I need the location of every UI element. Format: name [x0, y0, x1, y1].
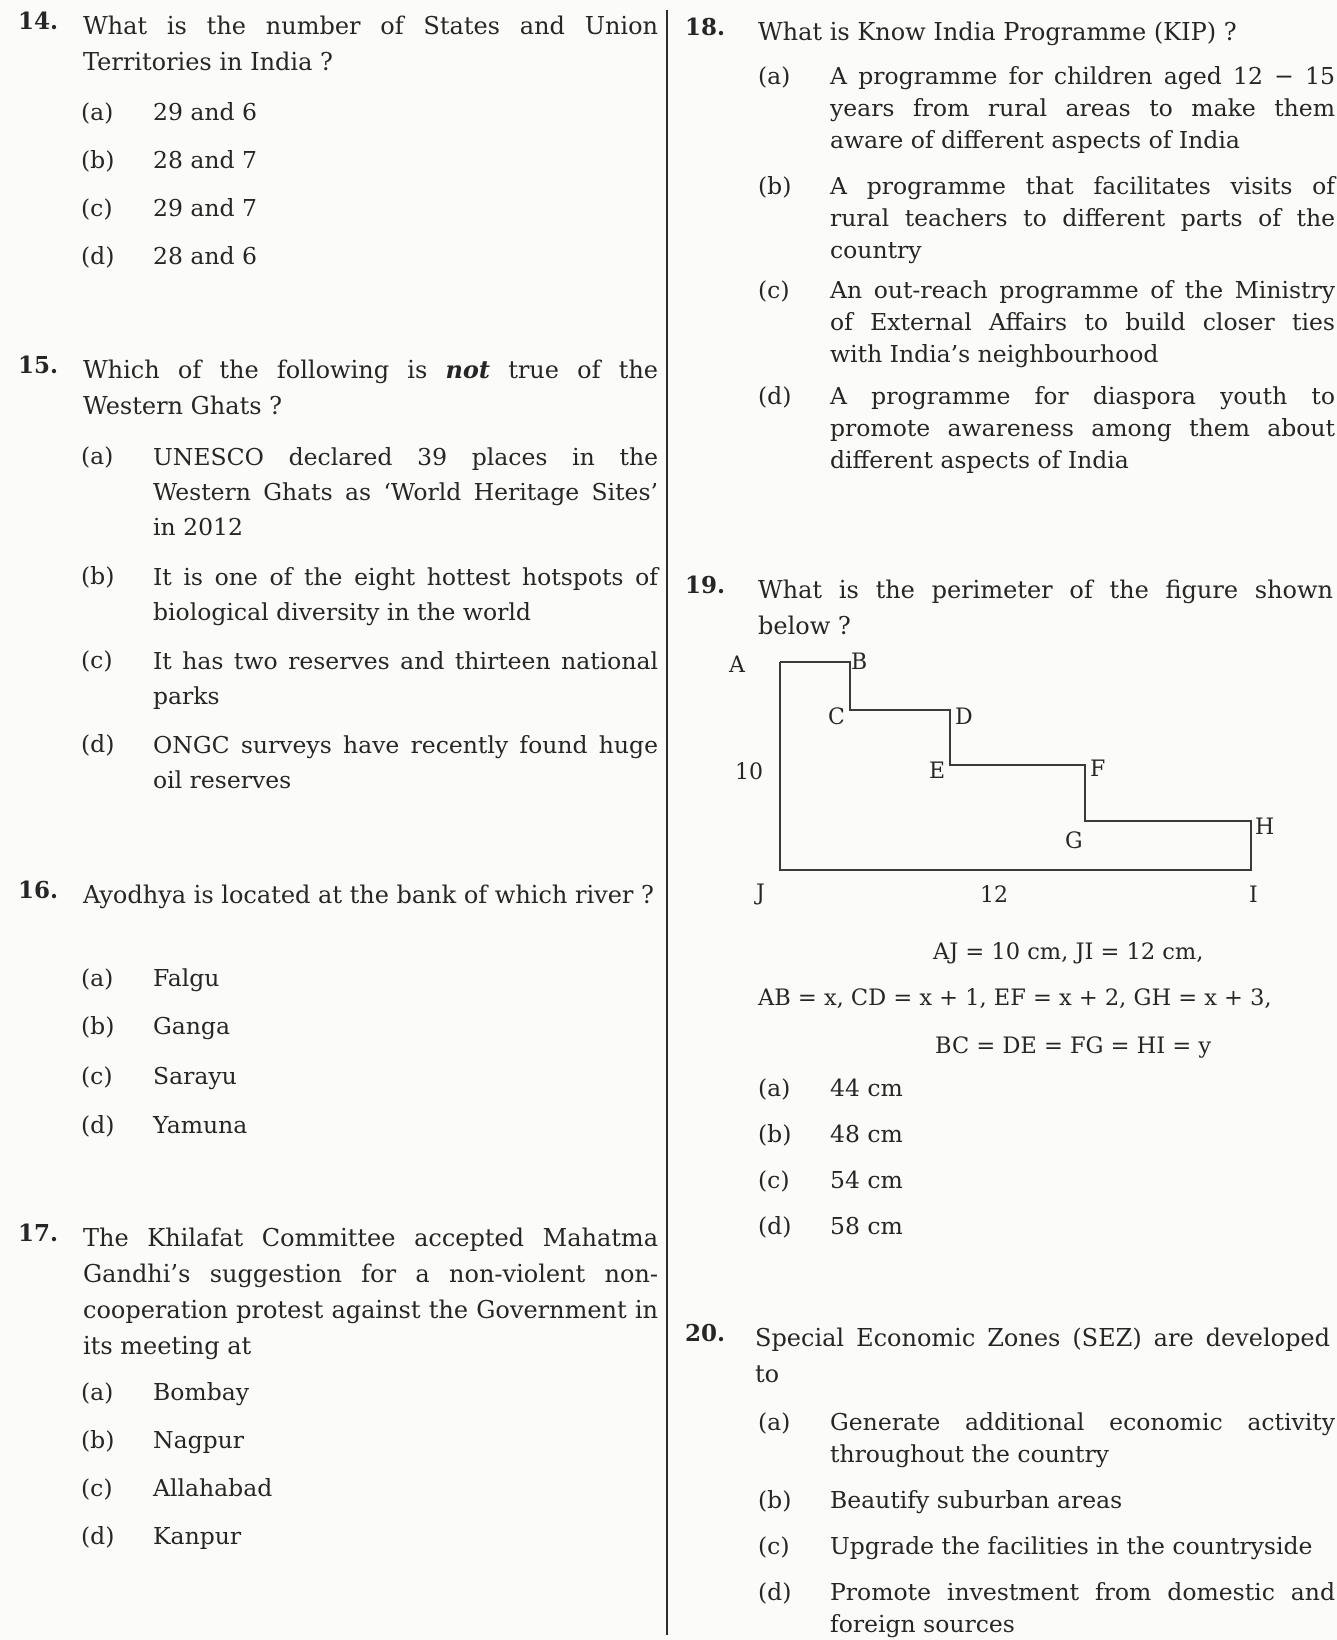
option-text: Nagpur — [153, 1426, 245, 1454]
option-label: (c) — [758, 1532, 790, 1560]
option-label: (a) — [758, 1408, 791, 1436]
option-label: (a) — [758, 1074, 791, 1102]
option-text: Allahabad — [153, 1474, 273, 1502]
option-label: (c) — [81, 1062, 113, 1090]
option-label: (b) — [758, 1120, 792, 1148]
question-text: Special Economic Zones (SEZ) are develop… — [755, 1324, 1330, 1388]
option-label: (a) — [758, 62, 791, 90]
column-divider — [666, 10, 668, 1635]
side-label-aj: 10 — [735, 760, 763, 785]
option-label: (c) — [758, 276, 790, 304]
staircase-figure: A B C D E F G H I J 10 12 — [715, 644, 1315, 924]
option-text: Bombay — [153, 1378, 250, 1406]
option-label: (c) — [758, 1166, 790, 1194]
question-text-emphasis: not — [445, 355, 490, 384]
question-number: 17. — [18, 1220, 59, 1247]
option-label: (d) — [81, 1111, 115, 1139]
option-label: (a) — [81, 964, 114, 992]
option-text: 28 and 6 — [153, 242, 257, 270]
option-label: (d) — [758, 1212, 792, 1240]
option-text: A programme for diaspora youth to promot… — [830, 382, 1335, 474]
point-label-d: D — [955, 705, 973, 730]
option-text: ONGC surveys have recently found huge oi… — [153, 731, 658, 794]
option-label: (b) — [758, 1486, 792, 1514]
point-label-i: I — [1249, 883, 1258, 908]
side-label-ji: 12 — [980, 883, 1008, 908]
question-number: 18. — [685, 14, 726, 41]
question-text: What is the perimeter of the figure show… — [758, 576, 1333, 640]
question-text-part: Which of the following is — [83, 356, 446, 384]
point-label-j: J — [754, 881, 765, 906]
question-number: 19. — [685, 572, 726, 599]
option-label: (b) — [81, 146, 115, 174]
point-label-b: B — [851, 650, 867, 675]
option-label: (d) — [81, 730, 115, 758]
option-text: Yamuna — [153, 1111, 248, 1139]
point-label-a: A — [728, 653, 746, 678]
point-label-f: F — [1090, 757, 1105, 782]
question-text: The Khilafat Committee accepted Mahatma … — [83, 1224, 658, 1360]
figure-caption-3: BC = DE = FG = HI = y — [935, 1033, 1212, 1059]
option-text: 58 cm — [830, 1212, 903, 1240]
option-label: (d) — [758, 1578, 792, 1606]
option-text: 29 and 6 — [153, 98, 257, 126]
question-text: Ayodhya is located at the bank of which … — [83, 881, 654, 909]
option-text: Kanpur — [153, 1522, 242, 1550]
figure-caption-2: AB = x, CD = x + 1, EF = x + 2, GH = x +… — [758, 985, 1272, 1011]
option-text: Upgrade the facilities in the countrysid… — [830, 1532, 1313, 1560]
option-label: (c) — [81, 1474, 113, 1502]
figure-caption-1: AJ = 10 cm, JI = 12 cm, — [933, 939, 1204, 965]
staircase-figure-svg: A B C D E F G H I J 10 12 — [728, 650, 1274, 908]
question-number: 15. — [18, 352, 59, 379]
option-text: Ganga — [153, 1012, 230, 1040]
question-text: What is Know India Programme (KIP) ? — [758, 18, 1237, 46]
question-text: What is the number of States and Union T… — [83, 12, 658, 76]
option-text: Promote investment from domestic and for… — [830, 1578, 1335, 1638]
point-label-g: G — [1065, 829, 1083, 854]
option-text: 54 cm — [830, 1166, 903, 1194]
option-text: Falgu — [153, 964, 220, 992]
point-label-e: E — [929, 759, 945, 784]
option-text: 28 and 7 — [153, 146, 257, 174]
question-number: 20. — [685, 1320, 726, 1347]
option-label: (d) — [81, 1522, 115, 1550]
option-label: (d) — [81, 242, 115, 270]
option-text: 44 cm — [830, 1074, 903, 1102]
option-text: 48 cm — [830, 1120, 903, 1148]
figure-outline — [779, 661, 1252, 871]
option-text: Beautify suburban areas — [830, 1486, 1123, 1514]
option-text: Generate additional economic activity th… — [830, 1408, 1335, 1468]
option-label: (a) — [81, 1378, 114, 1406]
option-label: (c) — [81, 646, 113, 674]
option-text: An out-reach programme of the Ministry o… — [830, 276, 1335, 368]
option-label: (b) — [81, 1012, 115, 1040]
option-label: (b) — [81, 1426, 115, 1454]
option-text: 29 and 7 — [153, 194, 257, 222]
question-number: 16. — [18, 877, 59, 904]
option-label: (d) — [758, 382, 792, 410]
option-label: (b) — [758, 172, 792, 200]
question-text-part: true of the Western Ghats ? — [83, 356, 658, 420]
option-label: (c) — [81, 194, 113, 222]
option-label: (a) — [81, 98, 114, 126]
option-label: (b) — [81, 562, 115, 590]
option-text: A programme for children aged 12 − 15 ye… — [830, 62, 1335, 154]
point-label-c: C — [828, 705, 845, 730]
option-text: A programme that facilitates visits of r… — [830, 172, 1335, 264]
question-text: Which of the following is not true of th… — [83, 352, 658, 424]
point-label-h: H — [1255, 815, 1274, 840]
option-text: UNESCO declared 39 places in the Western… — [153, 443, 658, 541]
option-label: (a) — [81, 442, 114, 470]
question-number: 14. — [18, 8, 59, 35]
option-text: It has two reserves and thirteen nationa… — [153, 647, 658, 710]
option-text: It is one of the eight hottest hotspots … — [153, 563, 658, 626]
option-text: Sarayu — [153, 1062, 237, 1090]
